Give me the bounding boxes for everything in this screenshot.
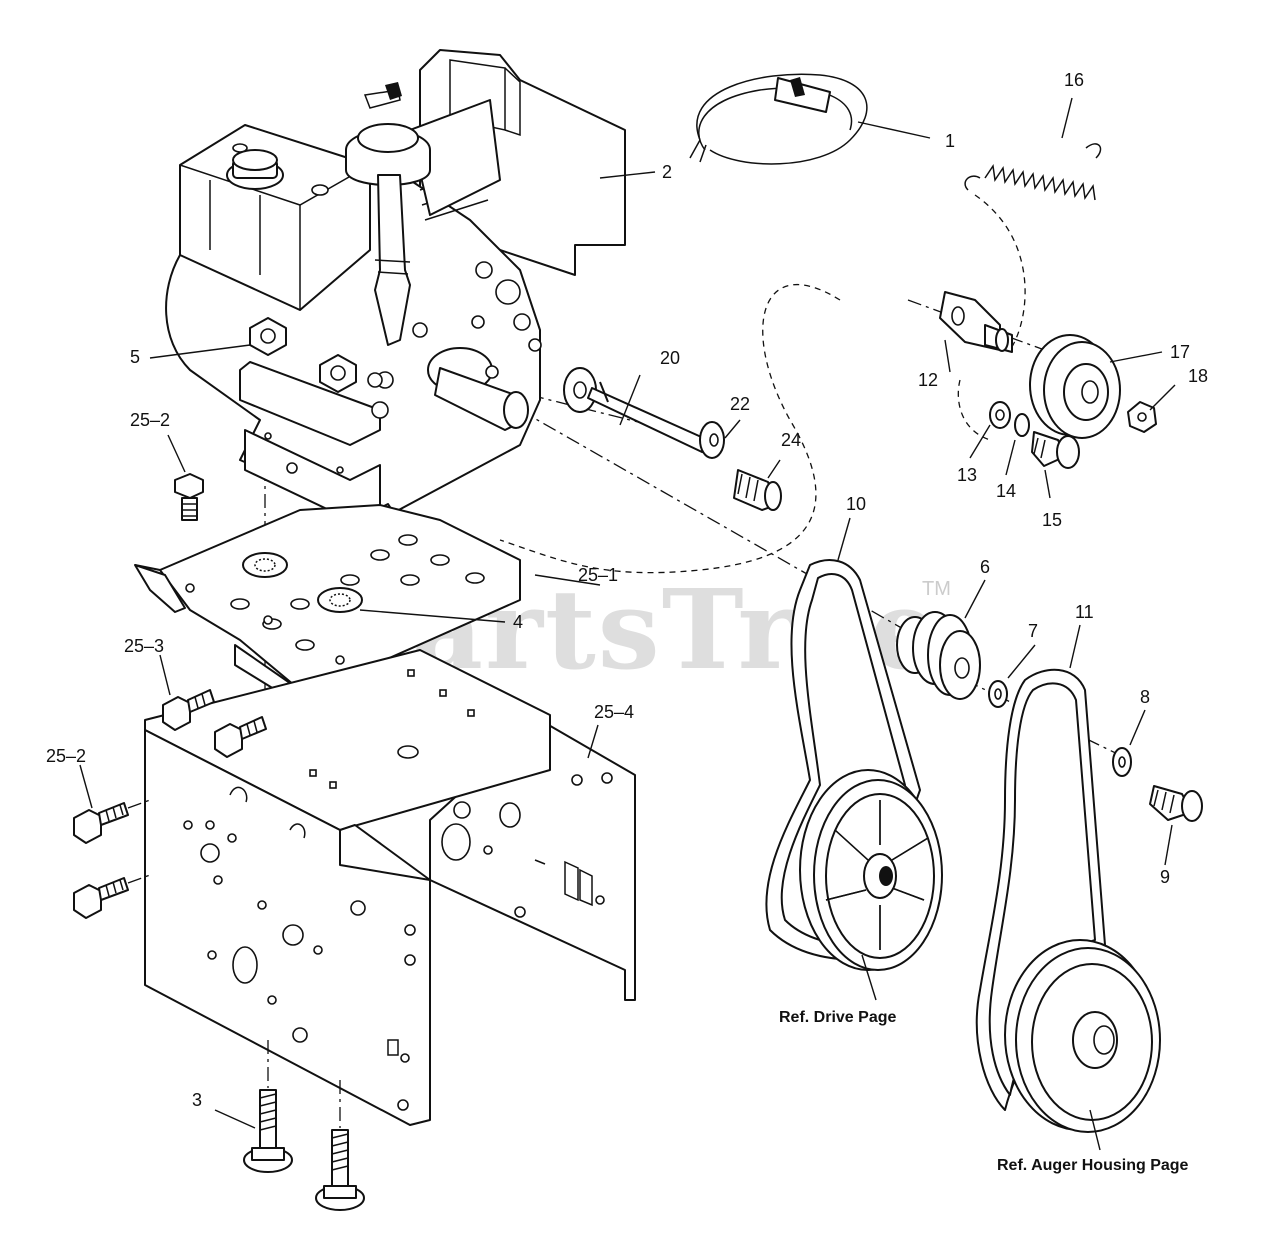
callout-labels: 1 2 3 4 5 6 7 8 9 10 11 12 13 14 15 16 1… xyxy=(46,70,1208,1110)
callout-12: 12 xyxy=(918,370,938,390)
callout-15: 15 xyxy=(1042,510,1062,530)
auger-belt-and-pulley xyxy=(975,668,1161,1133)
electric-starter-cord xyxy=(689,73,868,165)
callout-2: 2 xyxy=(662,162,672,182)
flange-bolts xyxy=(243,1040,365,1211)
drive-belt-and-pulley xyxy=(765,559,943,971)
lock-washers xyxy=(242,552,363,613)
callout-22: 22 xyxy=(730,394,750,414)
callout-25-3: 25–3 xyxy=(124,636,164,656)
callout-11: 11 xyxy=(1075,602,1094,622)
callout-25-1: 25–1 xyxy=(578,565,618,585)
callout-17: 17 xyxy=(1170,342,1190,362)
bolts-25 xyxy=(73,473,267,919)
callout-9: 9 xyxy=(1160,867,1170,887)
callout-4: 4 xyxy=(513,612,523,632)
callout-6: 6 xyxy=(980,557,990,577)
ref-auger-housing-page: Ref. Auger Housing Page xyxy=(997,1157,1189,1174)
callout-3: 3 xyxy=(192,1090,202,1110)
callout-8: 8 xyxy=(1140,687,1150,707)
callout-16: 16 xyxy=(1064,70,1084,90)
shaft-parts xyxy=(563,367,782,511)
extension-spring xyxy=(964,143,1102,201)
callout-18: 18 xyxy=(1188,366,1208,386)
callout-25-4: 25–4 xyxy=(594,702,634,722)
leader-lines xyxy=(79,97,1176,1151)
callout-25-2-left: 25–2 xyxy=(46,746,86,766)
callout-20: 20 xyxy=(660,348,680,368)
frame xyxy=(144,649,636,1126)
callout-13: 13 xyxy=(957,465,977,485)
ref-drive-page: Ref. Drive Page xyxy=(779,1009,896,1026)
watermark-trademark: TM xyxy=(922,578,951,600)
callout-24: 24 xyxy=(781,430,801,450)
callout-14: 14 xyxy=(996,481,1016,501)
engine xyxy=(165,49,626,527)
engine-pulley-parts xyxy=(896,611,1203,822)
callout-5: 5 xyxy=(130,347,140,367)
callout-7: 7 xyxy=(1028,621,1038,641)
callout-1: 1 xyxy=(945,131,955,151)
callout-25-2-top: 25–2 xyxy=(130,410,170,430)
callout-10: 10 xyxy=(846,494,866,514)
idler-assembly xyxy=(939,291,1157,469)
